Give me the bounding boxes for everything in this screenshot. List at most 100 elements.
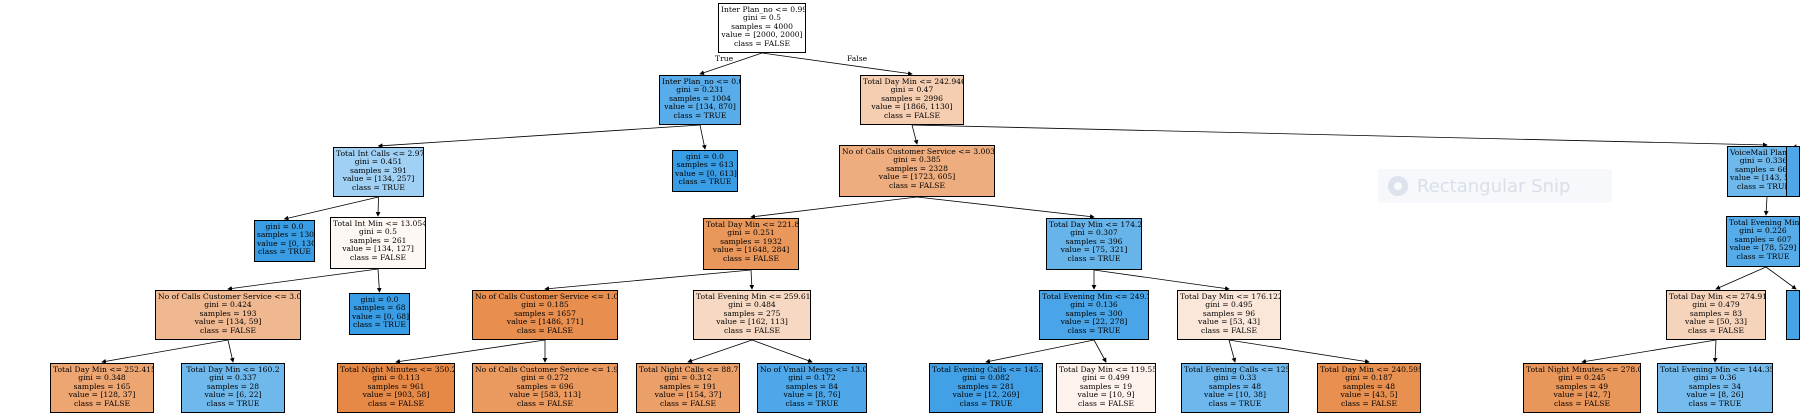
node-line: value = [162, 113] [716, 317, 788, 327]
tree-edge [1228, 339, 1370, 364]
node-line: value = [1648, 284] [712, 245, 790, 255]
node-line: samples = 68 [353, 303, 406, 313]
node-line: samples = 2996 [881, 93, 943, 103]
node-line: samples = 130 [257, 230, 314, 240]
node-line: value = [134, 870] [664, 102, 736, 112]
node-line: value = [0, 130] [257, 238, 315, 248]
node-line: Inter Plan_no <= 0.002 [662, 77, 740, 86]
tree-edge [1093, 269, 1230, 291]
node-line: value = [10, 9] [1077, 390, 1135, 400]
snip-icon [1388, 176, 1408, 196]
node-line: gini = 0.424 [204, 300, 252, 310]
node-line: samples = 193 [199, 308, 257, 318]
tree-edge [377, 124, 701, 149]
tree-edge [687, 339, 753, 363]
node-line: class = TRUE [258, 247, 311, 257]
node-line: class = FALSE [733, 38, 791, 48]
tree-node-n-rrr [1786, 146, 1800, 197]
node-line: value = [10, 38] [1204, 390, 1266, 400]
node-line: gini = 0.479 [1692, 300, 1740, 310]
tree-edge [911, 124, 919, 145]
node-line: value = [42, 7] [1553, 390, 1611, 400]
node-line: value = [12, 269] [952, 390, 1020, 400]
rectangular-snip-overlay[interactable]: Rectangular Snip [1378, 169, 1612, 203]
node-line: value = [128, 37] [68, 390, 136, 400]
node-line: class = TRUE [678, 177, 732, 187]
node-line: value = [0, 613] [675, 168, 737, 178]
tree-edge [227, 268, 379, 291]
node-line: value = [6, 22] [204, 390, 262, 400]
node-line: class = TRUE [785, 398, 839, 408]
node-line: class = TRUE [353, 320, 406, 330]
tree-node-n-rrlr [1786, 290, 1800, 340]
node-line: value = [78, 529] [1729, 243, 1797, 253]
tree-edge [916, 196, 1095, 219]
node-line: value = [43, 5] [1340, 390, 1398, 400]
node-line: value = [8, 26] [1686, 390, 1744, 400]
node-line: samples = 4000 [731, 21, 793, 31]
node-line: class = FALSE [516, 325, 574, 335]
tree-edge [1581, 339, 1717, 364]
tree-edge [1228, 339, 1237, 363]
tree-edge [227, 339, 235, 363]
node-line: gini = 0.47 [890, 85, 934, 95]
node-line: gini = 0.484 [728, 300, 776, 310]
node-line: samples = 961 [367, 381, 425, 391]
node-line: class = FALSE [199, 325, 257, 335]
node-line: samples = 1657 [514, 308, 576, 318]
node-line: samples = 48 [1208, 381, 1262, 391]
node-line: Total Evening Calls <= 145.5 [932, 365, 1043, 374]
node-line: Total Day Min <= 252.415 [53, 365, 154, 374]
node-line: Total Day Min <= 274.912 [1669, 292, 1766, 301]
node-line: gini = 0.307 [1070, 228, 1118, 238]
node-line: class = FALSE [1340, 398, 1398, 408]
node-line: gini = 0.136 [1070, 300, 1118, 310]
tree-edge [750, 196, 918, 219]
node-line: Total Evening Calls <= 125.0 [1184, 365, 1289, 374]
node-line: No of Calls Customer Service <= 1.98 [475, 365, 618, 374]
node-line: No of Calls Customer Service <= 3.089 [158, 292, 301, 301]
node-line: Total Evening Min <= 249.212 [1042, 292, 1148, 301]
node-line: samples = 48 [1342, 381, 1396, 391]
node-line: samples = 696 [516, 381, 574, 391]
node-line: Total Evening Min <= 144.35 [1660, 365, 1773, 374]
node-line: class = FALSE [1077, 398, 1135, 408]
node-line: samples = 191 [659, 381, 717, 391]
node-line: gini = 0.0 [360, 295, 399, 304]
node-line: gini = 0.245 [1558, 373, 1606, 383]
tree-edge [761, 52, 913, 76]
node-line: gini = 0.251 [727, 228, 775, 238]
node-line: samples = 668 [1735, 164, 1792, 174]
tree-edge [751, 339, 813, 363]
node-line: No of Vmail Mesgs <= 13.0 [760, 365, 867, 374]
node-line: Total Day Min <= 176.122 [1180, 292, 1281, 301]
node-line: VoiceMail Plan_yes <= 0.5 [1730, 148, 1799, 157]
node-line: samples = 34 [1688, 381, 1742, 391]
node-line: gini = 0.312 [664, 373, 712, 383]
node-line: gini = 0.187 [1345, 373, 1393, 383]
node-line: samples = 275 [723, 308, 781, 318]
node-line: samples = 1004 [669, 93, 731, 103]
node-line: value = [8, 76] [783, 390, 841, 400]
node-line: class = TRUE [206, 398, 260, 408]
node-line: class = FALSE [1553, 398, 1611, 408]
node-line: class = FALSE [1687, 325, 1745, 335]
tree-edge [101, 339, 229, 364]
node-line: gini = 0.172 [788, 373, 836, 383]
node-line: gini = 0.231 [676, 85, 724, 95]
node-line: samples = 19 [1079, 381, 1133, 391]
node-line: class = FALSE [367, 398, 425, 408]
node-line: class = FALSE [73, 398, 131, 408]
node-line: Total Day Min <= 221.85 [706, 220, 799, 229]
node-line: gini = 0.185 [521, 300, 569, 310]
node-line: class = TRUE [1067, 253, 1121, 263]
